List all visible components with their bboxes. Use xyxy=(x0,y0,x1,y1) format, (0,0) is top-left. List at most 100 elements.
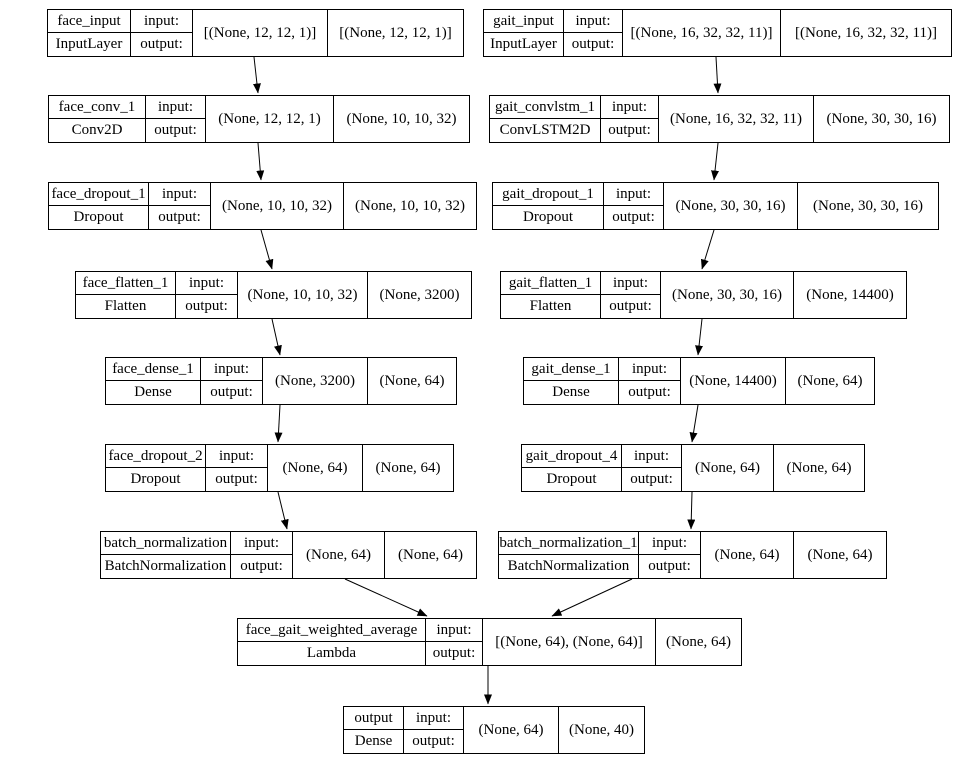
output-shape: (None, 64) xyxy=(666,633,731,650)
layer-type: InputLayer xyxy=(48,33,131,56)
edge-gait_dropout_4-batch_normalization_1 xyxy=(687,491,696,530)
output-label: output: xyxy=(131,33,193,56)
input-shape: (None, 64) xyxy=(464,707,559,753)
edge-gait_convlstm_1-gait_dropout_1 xyxy=(711,142,719,181)
input-shape: (None, 12, 12, 1) xyxy=(206,96,334,142)
layer-node-batch_normalization: batch_normalization input: (None, 64) (N… xyxy=(100,531,477,579)
layer-type: Dropout xyxy=(49,206,149,229)
input-shape: (None, 30, 30, 16) xyxy=(661,272,794,318)
layer-type: Flatten xyxy=(76,295,176,318)
output-shape: (None, 30, 30, 16) xyxy=(813,197,923,214)
layer-name: gait_convlstm_1 xyxy=(490,96,601,119)
edge-face_dense_1-face_dropout_2 xyxy=(274,404,283,443)
output-label: output: xyxy=(404,730,464,753)
edge-face_conv_1-face_dropout_1 xyxy=(256,142,265,181)
output-shape: (None, 64) xyxy=(797,372,863,389)
output-label: output: xyxy=(639,555,701,578)
layer-type: Flatten xyxy=(501,295,601,318)
input-label: input: xyxy=(604,183,664,206)
output-label: output: xyxy=(564,33,623,56)
output-shape: (None, 10, 10, 32) xyxy=(346,110,457,127)
input-label: input: xyxy=(564,10,623,33)
layer-name: face_dropout_1 xyxy=(49,183,149,206)
layer-name: face_dense_1 xyxy=(106,358,201,381)
layer-type: BatchNormalization xyxy=(101,555,231,578)
layer-node-face_flatten_1: face_flatten_1 input: (None, 10, 10, 32)… xyxy=(75,271,472,319)
layer-type: Dropout xyxy=(522,468,622,491)
layer-node-face_dense_1: face_dense_1 input: (None, 3200) (None, … xyxy=(105,357,457,405)
layer-type: Dropout xyxy=(106,468,206,491)
output-shape: (None, 64) xyxy=(379,372,445,389)
layer-name: face_input xyxy=(48,10,131,33)
layer-type: BatchNormalization xyxy=(499,555,639,578)
input-label: input: xyxy=(206,445,268,468)
output-shape: (None, 40) xyxy=(569,721,634,738)
layer-node-gait_input: gait_input input: [(None, 16, 32, 32, 11… xyxy=(483,9,952,57)
layer-node-gait_flatten_1: gait_flatten_1 input: (None, 30, 30, 16)… xyxy=(500,271,907,319)
input-shape: (None, 30, 30, 16) xyxy=(664,183,798,229)
input-shape: (None, 64) xyxy=(682,445,774,491)
layer-type: Conv2D xyxy=(49,119,146,142)
layer-node-gait_dense_1: gait_dense_1 input: (None, 14400) (None,… xyxy=(523,357,875,405)
layer-name: gait_input xyxy=(484,10,564,33)
layer-name: face_flatten_1 xyxy=(76,272,176,295)
layer-type: ConvLSTM2D xyxy=(490,119,601,142)
layer-name: gait_dense_1 xyxy=(524,358,619,381)
output-shape: (None, 10, 10, 32) xyxy=(355,197,465,214)
layer-type: Dropout xyxy=(493,206,604,229)
output-shape: [(None, 12, 12, 1)] xyxy=(339,24,452,41)
layer-name: batch_normalization xyxy=(101,532,231,555)
input-shape: (None, 10, 10, 32) xyxy=(238,272,368,318)
input-shape: (None, 64) xyxy=(268,445,363,491)
layer-node-gait_dropout_4: gait_dropout_4 input: (None, 64) (None, … xyxy=(521,444,865,492)
input-label: input: xyxy=(601,96,659,119)
output-label: output: xyxy=(426,642,483,665)
layer-name: output xyxy=(344,707,404,730)
layer-node-output: output input: (None, 64) (None, 40) Dens… xyxy=(343,706,645,754)
output-label: output: xyxy=(601,119,659,142)
output-shape: (None, 64) xyxy=(375,459,441,476)
output-shape: (None, 64) xyxy=(807,546,873,563)
layer-name: gait_flatten_1 xyxy=(501,272,601,295)
input-label: input: xyxy=(149,183,211,206)
output-label: output: xyxy=(231,555,293,578)
layer-name: face_conv_1 xyxy=(49,96,146,119)
input-label: input: xyxy=(404,707,464,730)
edge-face_input-face_conv_1 xyxy=(252,56,261,94)
output-label: output: xyxy=(601,295,661,318)
edge-gait_dense_1-gait_dropout_4 xyxy=(689,404,699,443)
edge-face_flatten_1-face_dense_1 xyxy=(271,318,282,356)
output-label: output: xyxy=(201,381,263,404)
input-label: input: xyxy=(426,619,483,642)
layer-name: batch_normalization_1 xyxy=(499,532,639,555)
input-label: input: xyxy=(601,272,661,295)
output-shape: (None, 14400) xyxy=(806,286,894,303)
input-shape: [(None, 64), (None, 64)] xyxy=(483,619,656,665)
input-label: input: xyxy=(639,532,701,555)
input-label: input: xyxy=(231,532,293,555)
output-shape: (None, 64) xyxy=(398,546,463,563)
layer-node-face_dropout_2: face_dropout_2 input: (None, 64) (None, … xyxy=(105,444,454,492)
layer-node-face_dropout_1: face_dropout_1 input: (None, 10, 10, 32)… xyxy=(48,182,477,230)
layer-node-gait_dropout_1: gait_dropout_1 input: (None, 30, 30, 16)… xyxy=(492,182,939,230)
input-shape: (None, 64) xyxy=(701,532,794,578)
input-shape: (None, 14400) xyxy=(681,358,786,404)
layer-type: Dense xyxy=(524,381,619,404)
layer-type: Dense xyxy=(106,381,201,404)
layer-name: gait_dropout_1 xyxy=(493,183,604,206)
output-label: output: xyxy=(149,206,211,229)
output-shape: (None, 64) xyxy=(786,459,852,476)
input-shape: [(None, 12, 12, 1)] xyxy=(193,10,328,56)
layer-type: Dense xyxy=(344,730,404,753)
edge-gait_flatten_1-gait_dense_1 xyxy=(695,318,704,356)
layer-node-face_conv_1: face_conv_1 input: (None, 12, 12, 1) (No… xyxy=(48,95,470,143)
output-label: output: xyxy=(604,206,664,229)
edge-batch_normalization_1-face_gait_weighted_average xyxy=(551,578,633,617)
layer-name: face_dropout_2 xyxy=(106,445,206,468)
edge-face_dropout_1-face_flatten_1 xyxy=(260,229,274,270)
output-shape: [(None, 16, 32, 32, 11)] xyxy=(795,24,937,41)
output-label: output: xyxy=(619,381,681,404)
input-shape: (None, 16, 32, 32, 11) xyxy=(659,96,814,142)
input-label: input: xyxy=(619,358,681,381)
